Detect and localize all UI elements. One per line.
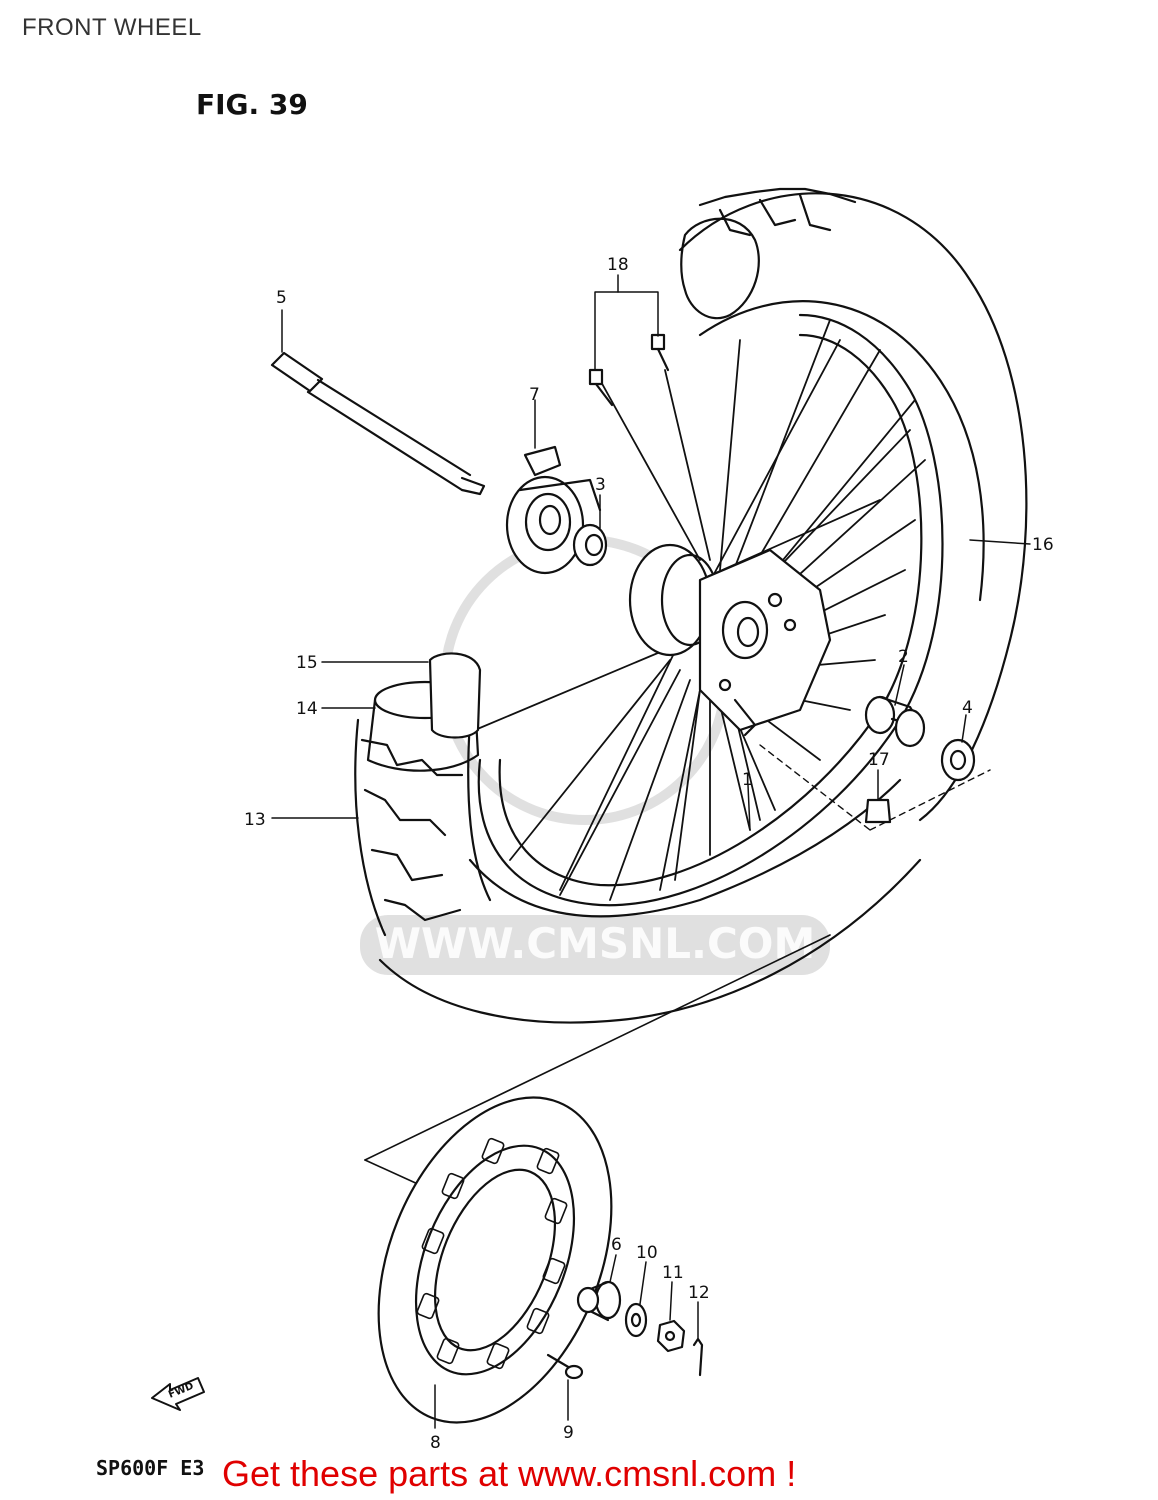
axle [270, 351, 486, 496]
assembly-lines [759, 744, 991, 831]
leader-lines [271, 274, 1031, 1429]
fwd-arrow-icon: FWD [151, 1377, 205, 1411]
spokes [474, 319, 926, 901]
callout-15: 15 [296, 653, 318, 673]
spoke-nipples [588, 333, 670, 407]
model-code: SP600F E3 [96, 1456, 205, 1480]
callout-9: 9 [563, 1423, 574, 1443]
callout-8: 8 [430, 1433, 441, 1453]
watermark-text: WWW.CMSNL.COM [375, 919, 816, 968]
tire [378, 187, 1028, 1024]
callout-6: 6 [611, 1235, 622, 1255]
callout-4: 4 [962, 698, 973, 718]
callout-16: 16 [1032, 535, 1054, 555]
callout-3: 3 [595, 475, 606, 495]
callout-17: 17 [868, 750, 890, 770]
callout-12: 12 [688, 1283, 710, 1303]
washer [624, 1302, 648, 1338]
callout-14: 14 [296, 699, 318, 719]
callout-18: 18 [607, 255, 629, 275]
shop-link-banner[interactable]: Get these parts at www.cmsnl.com ! [222, 1453, 797, 1494]
callout-5: 5 [276, 288, 287, 308]
callout-11: 11 [662, 1263, 684, 1283]
callout-13: 13 [244, 810, 266, 830]
bearing-left [572, 523, 608, 567]
figure-label: FIG. 39 [196, 88, 308, 121]
callout-7: 7 [529, 385, 540, 405]
disc-bolt [546, 1353, 584, 1380]
tire-cross-section [354, 718, 492, 937]
callout-10: 10 [636, 1243, 658, 1263]
page-title: FRONT WHEEL [22, 14, 202, 41]
spacer [864, 695, 926, 748]
bearing-right [940, 738, 976, 782]
wheel-hub [628, 543, 832, 737]
callout-2: 2 [898, 647, 909, 667]
valve-cap [864, 798, 892, 824]
brake-disc [377, 1096, 613, 1424]
rim-band [428, 652, 482, 739]
callout-1: 1 [742, 770, 753, 790]
disc-guide-lines [364, 934, 831, 1186]
castle-nut [656, 1319, 686, 1353]
cotter-pin [692, 1337, 704, 1377]
axle-collar [576, 1280, 622, 1322]
speedometer-gearbox [505, 445, 602, 575]
